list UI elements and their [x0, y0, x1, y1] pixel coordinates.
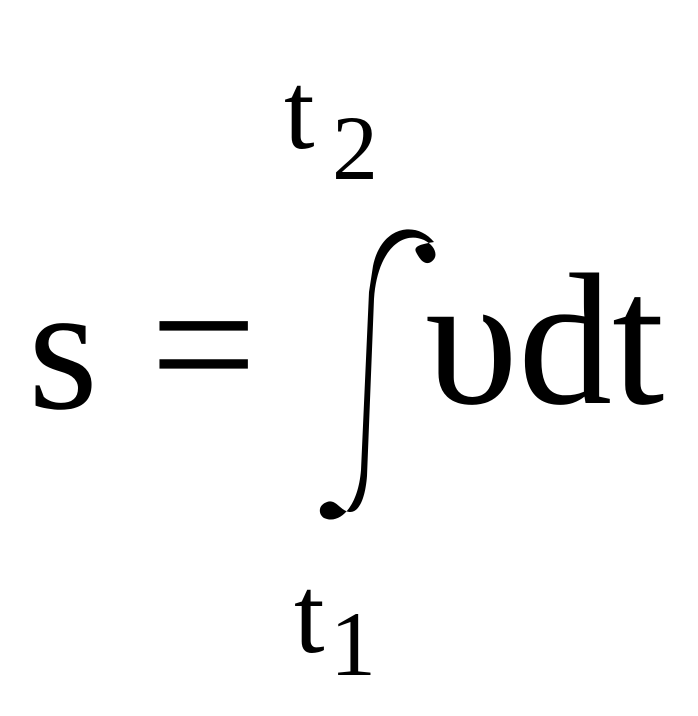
lower-limit-subscript: 1 — [330, 593, 376, 695]
upper-limit-subscript: 2 — [332, 97, 378, 199]
equals-sign: = — [150, 240, 258, 450]
integral-sign-icon — [319, 229, 436, 520]
lower-limit-base: t — [294, 554, 325, 676]
integrand: υdt — [425, 235, 665, 444]
upper-limit-base: t — [284, 50, 315, 172]
lhs-variable: s — [28, 248, 99, 447]
